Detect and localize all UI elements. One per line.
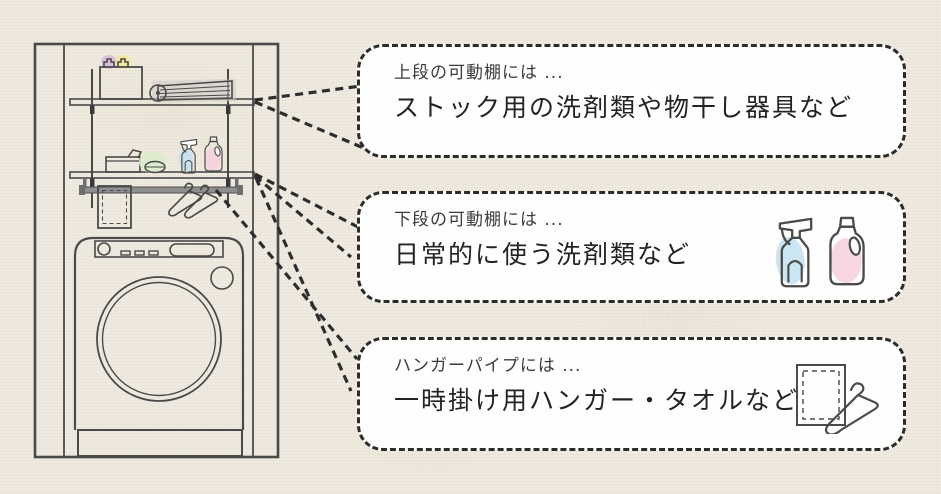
purple-cap-accent (101, 55, 117, 69)
dial-knob (97, 242, 111, 256)
door (96, 276, 222, 402)
callout-upper-title: 上段の可動棚には ... (394, 63, 564, 83)
soap-bar (139, 151, 167, 174)
callout-pipe-description: 一時掛け用ハンガー・タオルなど (394, 385, 800, 415)
callout-lower-shelf: 下段の可動棚には ... 日常的に使う洗剤類など (357, 191, 906, 303)
callout-pipe-title: ハンガーパイプには ... (394, 356, 582, 376)
button (148, 250, 159, 256)
callout-hanger-pipe: ハンガーパイプには ... 一時掛け用ハンガー・タオルなど (357, 337, 906, 451)
callout-upper-shelf: 上段の可動棚には ... ストック用の洗剤類や物干し器具など (357, 44, 906, 158)
callout-lower-title: 下段の可動棚には ... (394, 210, 564, 230)
lower-shelf (69, 171, 255, 179)
towel (97, 185, 132, 229)
detergent-bottle (204, 136, 223, 172)
button (134, 250, 145, 256)
display (169, 243, 215, 257)
yellow-cap-accent (115, 55, 131, 69)
connector-upper-b (254, 100, 367, 151)
callout-connectors (214, 84, 367, 392)
spray-bottle (178, 138, 198, 174)
detergent-drawer (210, 266, 234, 290)
callout-lower-description: 日常的に使う洗剤類など (394, 239, 692, 269)
detergent-bottle-icon (825, 214, 869, 290)
wipes-case (105, 149, 143, 173)
control-panel (94, 240, 224, 258)
washing-machine (73, 236, 245, 457)
hanger-pipe (79, 178, 243, 195)
stock-box (99, 55, 143, 100)
connector-lower-b (253, 174, 353, 259)
hanger-icon (824, 382, 879, 434)
callout-upper-description: ストック用の洗剤類や物干し器具など (394, 92, 854, 122)
button (120, 250, 131, 256)
pedestal (77, 429, 243, 457)
connector-pipe-b (254, 177, 353, 392)
connector-upper-a (254, 84, 362, 102)
spray-bottle-icon (775, 216, 817, 290)
connector-lower-a (254, 172, 359, 229)
connector-pipe-a (214, 188, 359, 361)
drying-rack-roll (149, 79, 237, 103)
towel-and-hanger-icons (796, 364, 879, 434)
